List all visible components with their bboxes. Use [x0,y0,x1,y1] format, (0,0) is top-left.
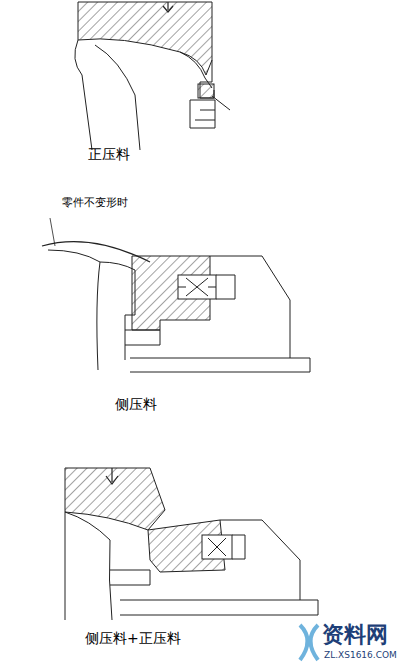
caption: 正压料 [88,146,130,163]
caption: 侧压料+正压料 [85,630,181,647]
watermark-url: ZL.XS1616.COM [324,650,397,661]
watermark: 资料网 [322,622,388,648]
leader-label: 零件不变形时 [62,196,128,209]
caption: 侧压料 [115,396,157,413]
watermark-emblem [300,625,318,660]
